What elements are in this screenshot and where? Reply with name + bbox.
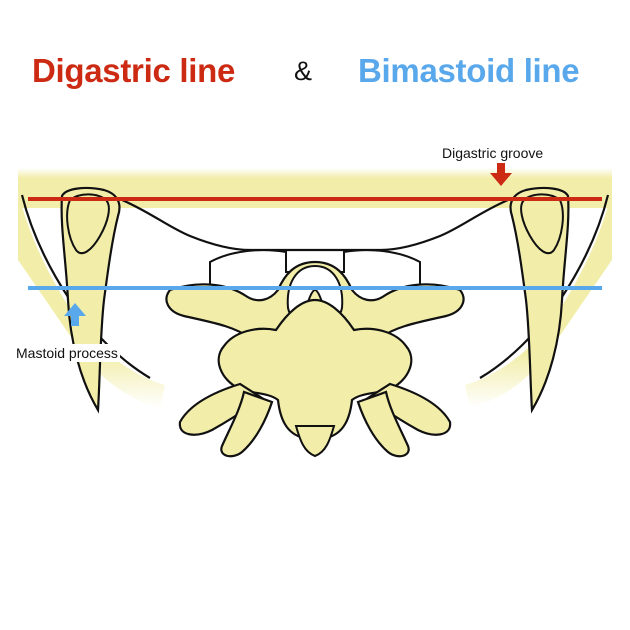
axis-left-spine (220, 390, 274, 458)
title-digastric-line: Digastric line (32, 52, 236, 89)
axis-center-spine (294, 425, 336, 458)
occipital-base (121, 198, 509, 252)
arrow-down-icon (490, 163, 512, 186)
left-mastoid-inner (66, 193, 110, 255)
title-bimastoid-line: Bimastoid line (358, 52, 580, 89)
arrow-up-icon (64, 303, 86, 326)
axis-right-spine (356, 390, 410, 458)
title-ampersand: & (294, 56, 313, 86)
label-digastric-groove: Digastric groove (440, 144, 546, 162)
label-mastoid-process: Mastoid process (14, 344, 120, 362)
title-row: Digastric line & Bimastoid line (0, 52, 630, 102)
right-mastoid-process (509, 186, 570, 414)
right-mastoid-inner (520, 193, 564, 255)
